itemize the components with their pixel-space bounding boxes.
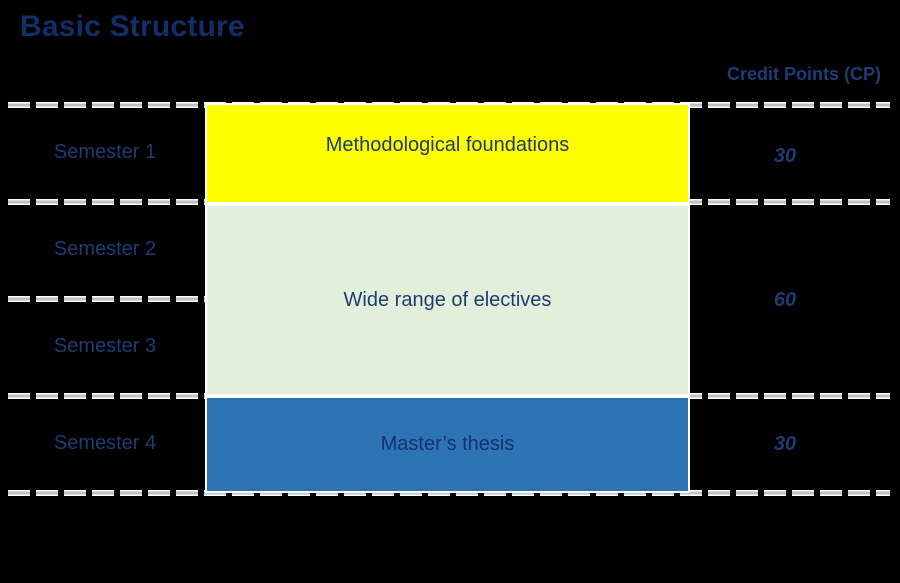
semester-1-label: Semester 1 xyxy=(53,141,157,163)
block-methodological-foundations: Methodological foundations xyxy=(205,103,690,204)
credit-points-column-header: Credit Points (CP) xyxy=(726,64,881,84)
page-title: Basic Structure xyxy=(20,10,245,43)
semester-divider-line-bottom xyxy=(8,490,890,496)
block-wide-range-of-electives-label: Wide range of electives xyxy=(343,288,552,311)
semester-2-label: Semester 2 xyxy=(53,238,157,260)
semester-3-label: Semester 3 xyxy=(53,335,157,357)
block-wide-range-of-electives: Wide range of electives xyxy=(205,204,690,396)
block-methodological-foundations-label: Methodological foundations xyxy=(325,134,570,156)
credit-points-semesters-2-3: 60 xyxy=(773,289,797,311)
credit-points-semester-1: 30 xyxy=(773,145,797,167)
semester-divider-line-2-3 xyxy=(8,296,205,302)
semester-4-label: Semester 4 xyxy=(53,432,157,454)
credit-points-semester-4: 30 xyxy=(773,433,797,455)
block-masters-thesis: Master’s thesis xyxy=(205,396,690,493)
block-masters-thesis-label: Master’s thesis xyxy=(380,433,515,455)
